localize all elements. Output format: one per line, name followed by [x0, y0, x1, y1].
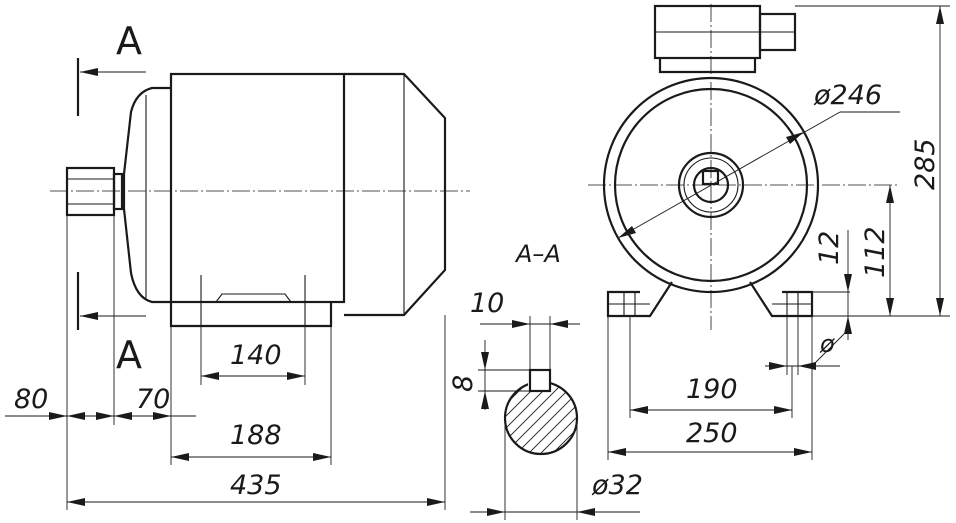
section-title: A–A: [514, 240, 561, 268]
motor-body: [169, 72, 346, 304]
foot-left: [606, 281, 673, 318]
dim-shaft-diameter: ø32: [591, 470, 643, 501]
motor-feet: [169, 302, 333, 328]
end-dimensions: ø246 285 112 12 ø 190: [607, 5, 950, 460]
section-mark-lower: A: [116, 333, 142, 377]
dim-key-width: 10: [470, 288, 504, 319]
section-mark-upper: A: [116, 19, 142, 63]
shaft-end-key: [701, 169, 720, 186]
dim-hole-diameter: ø: [819, 330, 835, 358]
end-view: [588, 4, 900, 330]
fan-cover: [344, 72, 447, 317]
dim-140: 140: [230, 340, 282, 371]
dim-foot-thickness: 12: [814, 231, 845, 265]
dim-80: 80: [14, 384, 48, 415]
dim-188: 188: [230, 420, 282, 451]
side-view: A A: [50, 19, 470, 377]
front-shield: [122, 86, 171, 304]
dim-70: 70: [136, 384, 170, 415]
dim-key-height: 8: [448, 375, 479, 392]
dim-435: 435: [230, 470, 282, 501]
dim-foot-width: 250: [686, 418, 738, 449]
dim-axis-height: 112: [860, 226, 891, 278]
dim-foot-spacing: 190: [686, 374, 738, 405]
section-aa: A–A 10: [448, 240, 643, 520]
foot-right: [749, 281, 814, 318]
side-dimensions: 140 80 70 188 435: [5, 210, 446, 510]
dim-height-total: 285: [910, 138, 941, 190]
shaft-collar: [112, 172, 124, 211]
dim-flange-diameter: ø246: [813, 80, 882, 111]
shaft: [65, 166, 116, 217]
